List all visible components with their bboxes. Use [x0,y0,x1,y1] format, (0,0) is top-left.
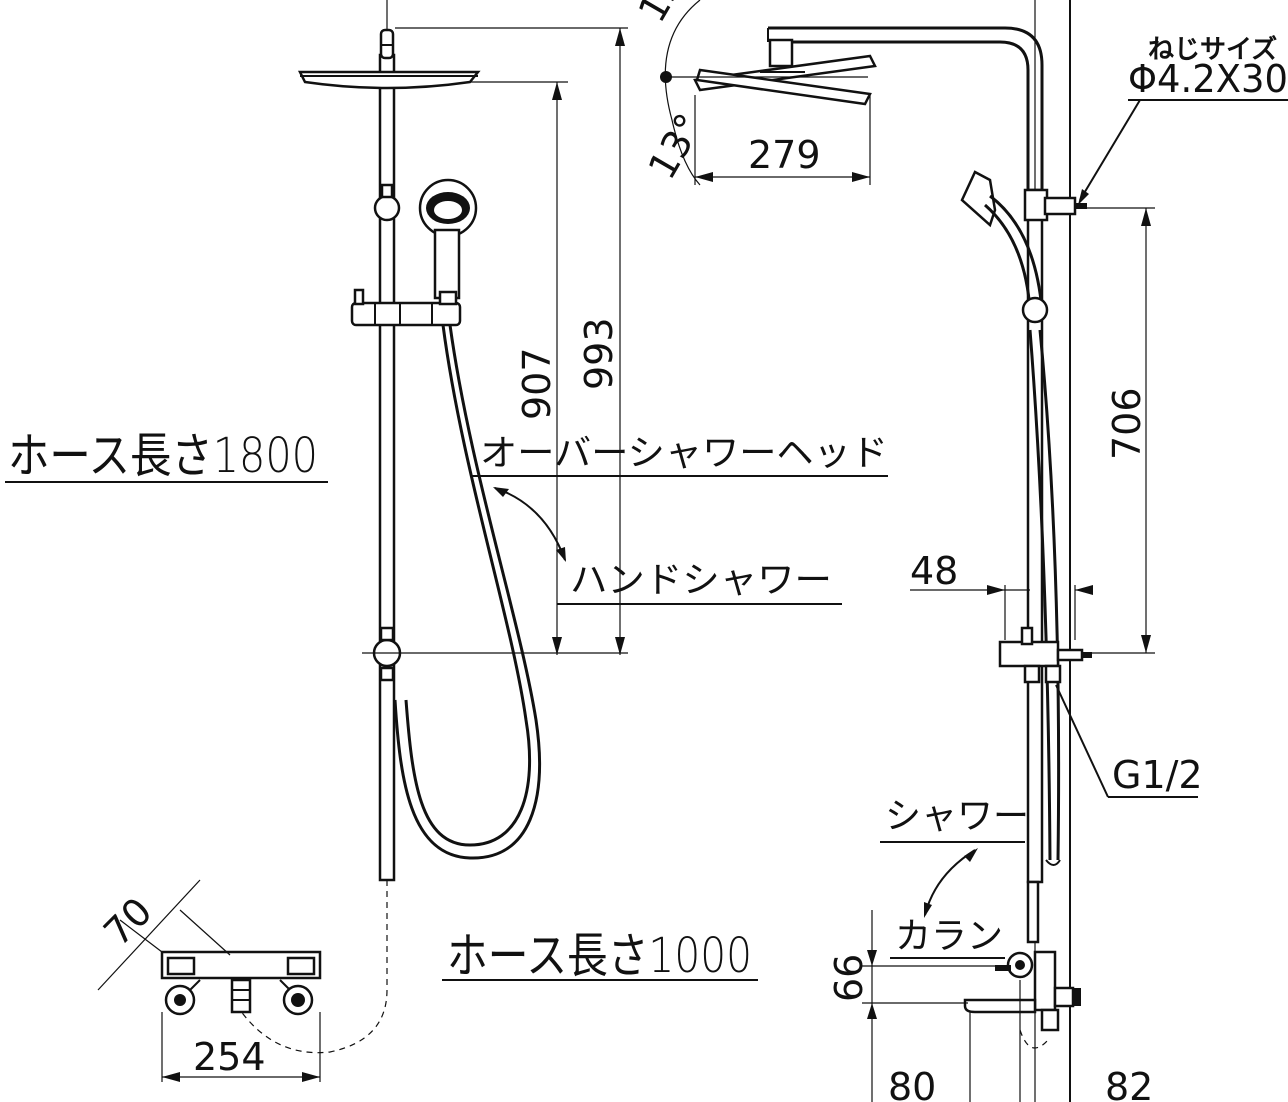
label-faucet: カラン [895,916,1003,957]
riser-pipe [378,53,396,882]
label-thread: G1/2 [1112,753,1203,797]
faucet-front: 254 70 [95,879,322,1082]
dim-66: 66 [827,954,871,1002]
dim-80: 80 [888,1065,936,1102]
dim-82: 82 [1105,1065,1153,1102]
front-view: 993 907 ホース長さ1800 オーバーシャワーヘッド ハンドシャワー ホー… [5,0,888,1054]
dim-70: 70 [95,889,160,954]
angle-bottom: 13° [640,106,712,186]
hose-front [393,324,542,860]
label-screw-size-title: ねじサイズ [1148,34,1277,65]
dim-254: 254 [193,1035,266,1079]
label-hose-1800: ホース長さ1800 [8,428,318,484]
label-screw-size-value: Φ4.2X30 [1128,57,1288,101]
dim-48: 48 [910,549,958,593]
slide-holder [350,301,462,327]
overhead-shower-head [297,70,481,90]
faucet-side: 66 80 82 [827,880,1153,1102]
angle-top: 13° [630,0,702,30]
hand-shower-front [418,178,478,306]
dim-706: 706 [1105,387,1149,460]
side-view-head: 13° 13° 279 [630,0,1044,190]
label-shower: シャワー [885,796,1029,837]
label-hose-1000: ホース長さ1000 [447,928,752,984]
label-hand-shower: ハンドシャワー [570,560,832,601]
dim-279: 279 [748,133,821,177]
dim-993: 993 [577,317,621,390]
dim-907: 907 [515,347,559,420]
label-overhead-shower: オーバーシャワーヘッド [480,433,888,474]
side-view-body: 706 48 ねじサイズ Φ4.2X30 G1/2 シャワー カラン [880,0,1288,1102]
